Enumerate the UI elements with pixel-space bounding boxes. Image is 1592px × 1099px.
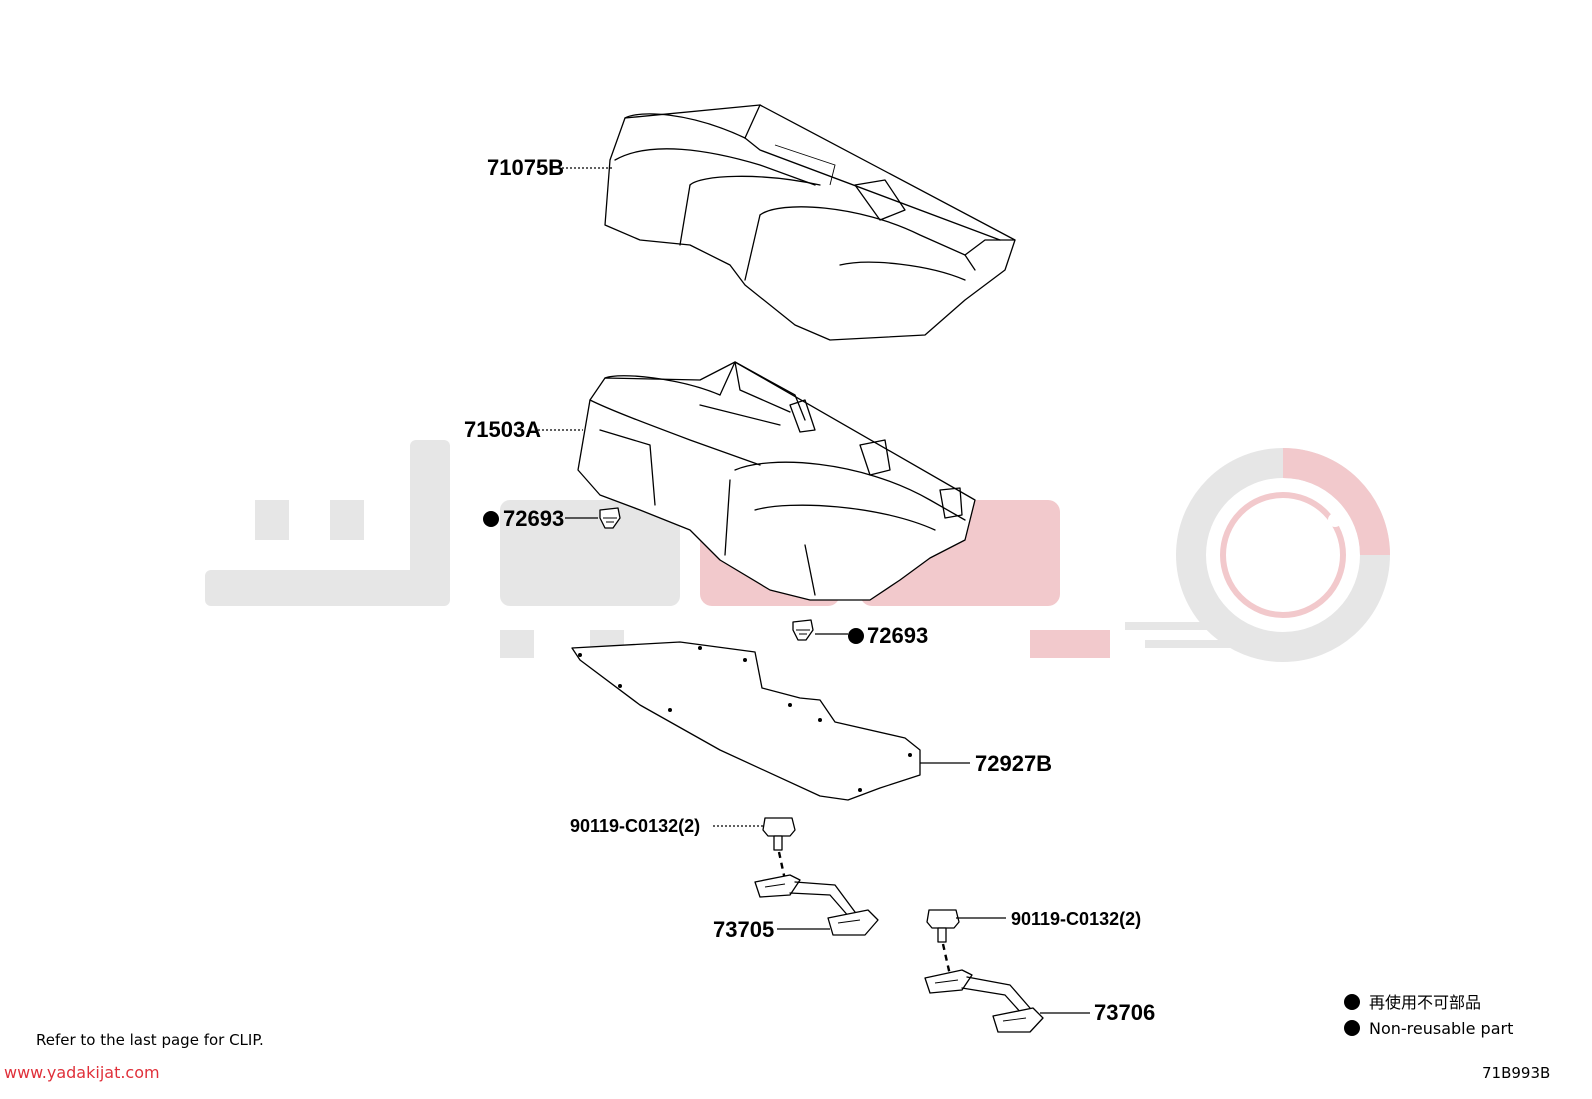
non-reusable-marker-icon [848,628,864,644]
bolt-icon [926,909,960,976]
leader-lines [538,167,1090,1014]
seat-cushion-pad-part [577,361,976,601]
watermark-url: www.yadakijat.com [4,1063,160,1082]
callout-71503A: 71503A [464,417,541,442]
callout-90119-right: 90119-C0132(2) [1011,909,1141,929]
clip-icon [792,619,814,641]
callout-71075B: 71075B [487,155,564,180]
callout-73705: 73705 [713,917,774,942]
legend: 再使用不可部品 Non-reusable part [1344,993,1513,1038]
legend-japanese: 再使用不可部品 [1369,993,1481,1012]
insulator-sheet-part [571,641,921,801]
legend-marker-icon [1344,994,1360,1010]
diagram-code: 71B993B [1482,1064,1550,1082]
legend-marker-icon [1344,1020,1360,1036]
seat-hook-part [754,874,879,936]
callout-72693-right: 72693 [867,623,928,648]
callout-72927B: 72927B [975,751,1052,776]
callout-72693-left: 72693 [503,506,564,531]
seat-cushion-cover-part [604,104,1016,341]
bolt-icon [762,817,796,881]
seat-hook-part [924,969,1044,1033]
clip-reference-note: Refer to the last page for CLIP. [36,1031,264,1049]
clip-icon [599,507,621,529]
legend-english: Non-reusable part [1369,1019,1513,1038]
callout-90119-left: 90119-C0132(2) [570,816,700,836]
non-reusable-marker-icon [483,511,499,527]
callout-73706: 73706 [1094,1000,1155,1025]
